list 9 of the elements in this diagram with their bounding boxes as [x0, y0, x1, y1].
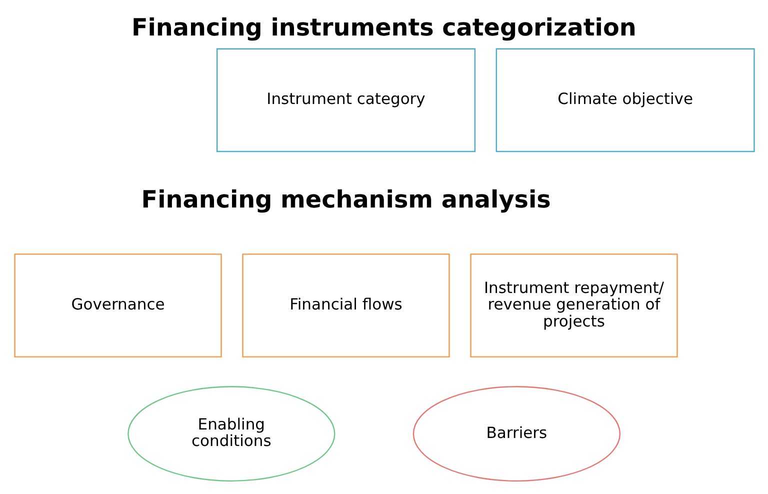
node-box: Governance — [14, 254, 222, 358]
label: Financing mechanism analysis — [140, 186, 550, 214]
node-box: Financial flows — [242, 254, 450, 358]
node-ellipse: Barriers — [412, 386, 620, 482]
diagram-title: Financing instruments categorization — [130, 14, 636, 42]
node-box: Climate objective — [495, 48, 754, 152]
node-box: Instrument repayment/ revenue generation of projects — [470, 254, 678, 358]
node-box: Instrument category — [216, 48, 476, 152]
node-ellipse: Enabling conditions — [127, 386, 335, 482]
